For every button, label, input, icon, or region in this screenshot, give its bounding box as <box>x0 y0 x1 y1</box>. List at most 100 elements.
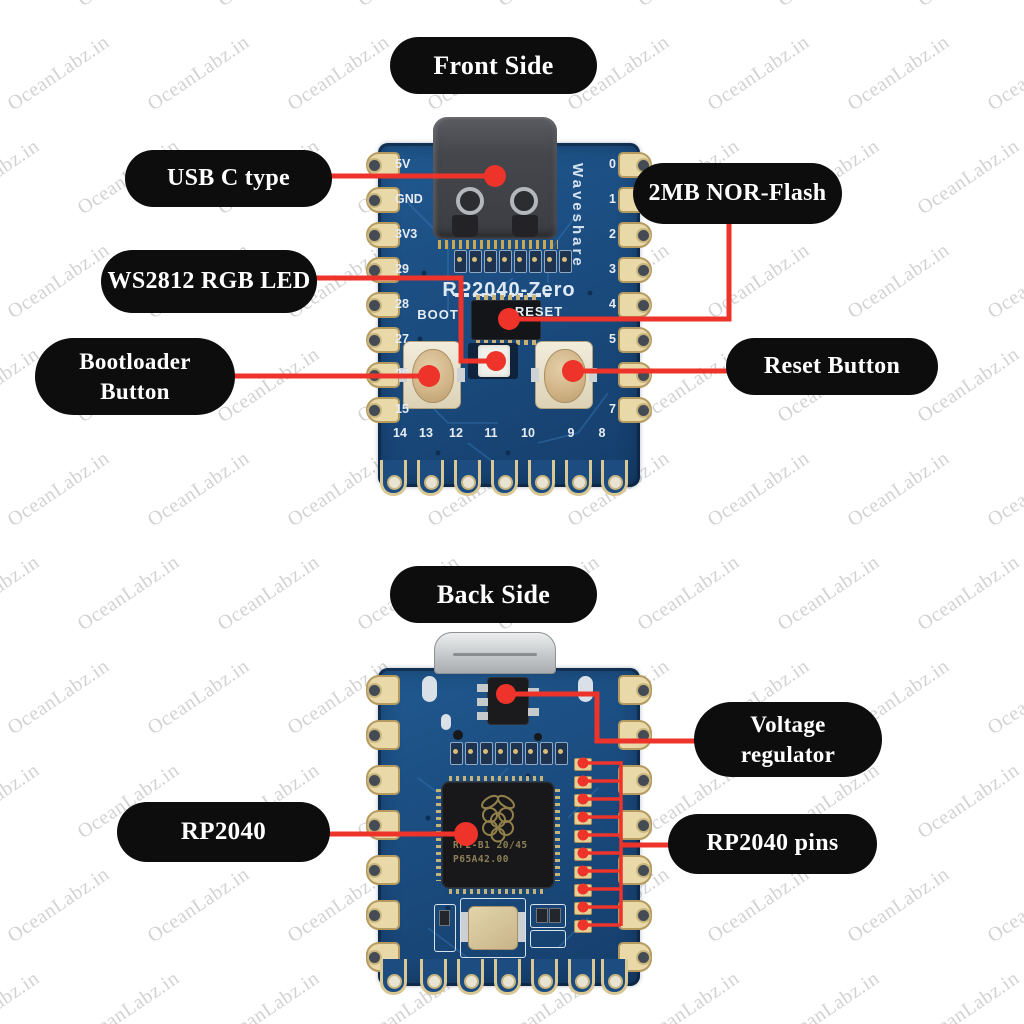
castellated-pad-bottom <box>565 460 592 496</box>
chip-pins <box>449 889 547 894</box>
watermark-text: OceanLabz.in <box>143 863 254 948</box>
watermark-text: OceanLabz.in <box>213 967 324 1024</box>
pad-hole <box>636 403 651 418</box>
ws2812-led-label: WS2812 RGB LED <box>101 250 317 313</box>
watermark-text: OceanLabz.in <box>703 447 814 532</box>
watermark-text: OceanLabz.in <box>843 863 954 948</box>
pin-label-bottom: 11 <box>484 426 498 440</box>
through-hole-pad <box>484 250 497 273</box>
pad-hole <box>367 298 382 313</box>
castellated-pad <box>366 675 400 705</box>
watermark-text: OceanLabz.in <box>773 551 884 636</box>
smd-pad <box>574 776 592 789</box>
crystal-oscillator <box>461 906 525 950</box>
pin-label-left: 27 <box>395 332 409 346</box>
watermark-text: OceanLabz.in <box>3 447 114 532</box>
watermark-text: OceanLabz.in <box>3 31 114 116</box>
castellated-pad <box>618 765 652 795</box>
watermark-text: OceanLabz.in <box>283 31 394 116</box>
via-dot <box>453 730 463 740</box>
watermark-text: OceanLabz.in <box>703 863 814 948</box>
pin-label-right: 3 <box>609 262 616 276</box>
watermark-text: OceanLabz.in <box>774 0 884 12</box>
watermark-text: OceanLabz.in <box>983 655 1024 740</box>
watermark-text: OceanLabz.in <box>3 655 114 740</box>
castellated-pad-bottom <box>491 460 518 496</box>
watermark-text: OceanLabz.in <box>983 447 1024 532</box>
smd-pad <box>574 848 592 861</box>
pin-label-left: 3V3 <box>395 227 418 241</box>
led-die <box>478 345 510 377</box>
castellated-pad-bottom <box>601 460 628 496</box>
watermark-text: OceanLabz.in <box>913 967 1024 1024</box>
watermark-text: OceanLabz.in <box>0 0 44 12</box>
castellated-pad <box>366 765 400 795</box>
through-hole-pad <box>514 250 527 273</box>
smd-pad <box>574 884 592 897</box>
pad-hole <box>367 403 382 418</box>
pad-hole <box>636 908 651 923</box>
back-board-photo: RP2-B1 20/45 P65A42.00 <box>366 632 652 995</box>
reset-button-cap <box>544 349 586 403</box>
through-hole-pad <box>469 250 482 273</box>
castellated-pad-bottom <box>420 959 447 995</box>
pad-hole <box>367 158 382 173</box>
rp2040-label-text: RP2040 <box>180 817 267 845</box>
vreg-leg <box>528 708 539 716</box>
watermark-text: OceanLabz.in <box>143 447 254 532</box>
smd-pad <box>574 830 592 843</box>
front-side-label-text: Front Side <box>433 50 554 80</box>
pad-hole <box>367 773 382 788</box>
usb-c-connector <box>433 117 557 239</box>
pad-hole <box>463 974 479 989</box>
watermark-text: OceanLabz.in <box>0 759 44 844</box>
watermark-text: OceanLabz.in <box>913 551 1024 636</box>
pin-label-left: 15 <box>395 402 409 416</box>
usb-foot-left <box>452 215 478 237</box>
back-side-label-text: Back Side <box>436 579 551 609</box>
chip-marking-line2: P65A42.00 <box>453 854 509 865</box>
chip-marking-line1: RP2-B1 20/45 <box>453 840 528 851</box>
pin-label-bottom: 12 <box>449 426 463 440</box>
usb-c-type-label: USB C type <box>125 150 332 207</box>
pin-label-left: GND <box>395 192 423 206</box>
pad-hole <box>367 950 382 965</box>
watermark-text: OceanLabz.in <box>0 551 44 636</box>
smd-pad <box>574 920 592 933</box>
chip-pins <box>436 789 441 881</box>
pin-label-bottom: 8 <box>598 426 606 440</box>
through-hole-pad <box>529 250 542 273</box>
vreg-leg <box>477 684 488 692</box>
pad-hole <box>607 974 623 989</box>
pad-hole <box>367 863 382 878</box>
castellated-pad-bottom <box>531 959 558 995</box>
pin-label-left: 29 <box>395 262 409 276</box>
silkscreen-spot <box>422 676 437 702</box>
watermark-text: OceanLabz.in <box>213 551 324 636</box>
rp2040-label: RP2040 <box>117 802 330 862</box>
smd-pad <box>574 794 592 807</box>
watermark-text: OceanLabz.in <box>3 863 114 948</box>
castellated-pad <box>618 675 652 705</box>
watermark-text: OceanLabz.in <box>843 447 954 532</box>
pin-label-right: 0 <box>609 157 616 171</box>
rp2040-chip: RP2-B1 20/45 P65A42.00 <box>436 776 560 894</box>
vreg-label-line1: Voltage <box>750 711 826 737</box>
watermark-text: OceanLabz.in <box>913 135 1024 220</box>
pad-hole <box>636 728 651 743</box>
pad-hole <box>386 475 402 490</box>
ws2812-led <box>468 343 518 379</box>
pad-hole <box>460 475 476 490</box>
pad-hole <box>636 263 651 278</box>
bootloader-label-line1: Bootloader <box>79 348 191 374</box>
watermark-text: OceanLabz.in <box>74 0 184 12</box>
smd-pad <box>574 758 592 771</box>
watermark-text: OceanLabz.in <box>843 31 954 116</box>
usb-foot-right <box>512 215 538 237</box>
castellated-pad <box>366 187 400 213</box>
bootloader-label-line2: Button <box>100 378 170 404</box>
watermark-text: OceanLabz.in <box>914 0 1024 12</box>
chip-pins <box>555 789 560 881</box>
